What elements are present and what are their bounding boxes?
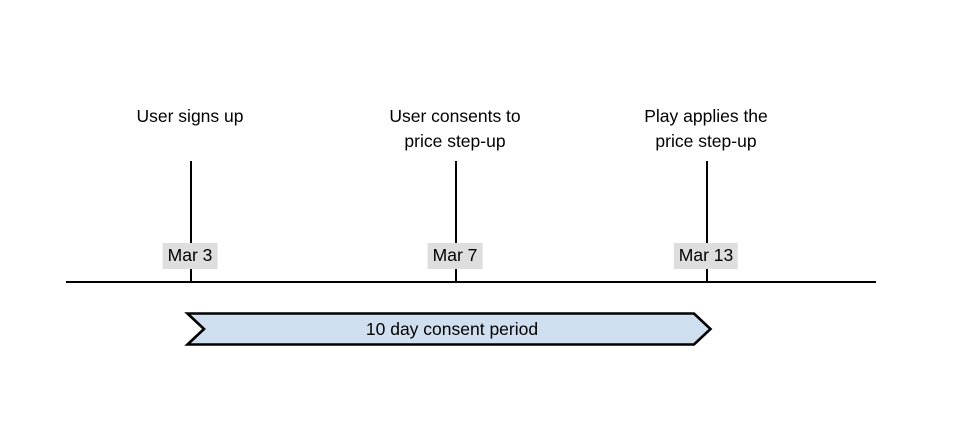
- consent-period-label: 10 day consent period: [365, 318, 539, 339]
- event-label: User signs up: [136, 106, 244, 126]
- event-tick-line: [190, 161, 192, 282]
- event-date-badge: Mar 7: [427, 243, 483, 269]
- consent-period-banner: 10 day consent period: [184, 312, 713, 346]
- event-date-badge: Mar 3: [162, 243, 218, 269]
- event-tick-line: [706, 161, 708, 282]
- event-label: User consents to price step-up: [389, 106, 521, 151]
- chevron-arrow-shape: [184, 312, 713, 346]
- timeline-axis: [66, 281, 876, 283]
- event-label: Play applies the price step-up: [644, 106, 768, 151]
- event-date-badge: Mar 13: [673, 243, 739, 269]
- event-tick-line: [455, 161, 457, 282]
